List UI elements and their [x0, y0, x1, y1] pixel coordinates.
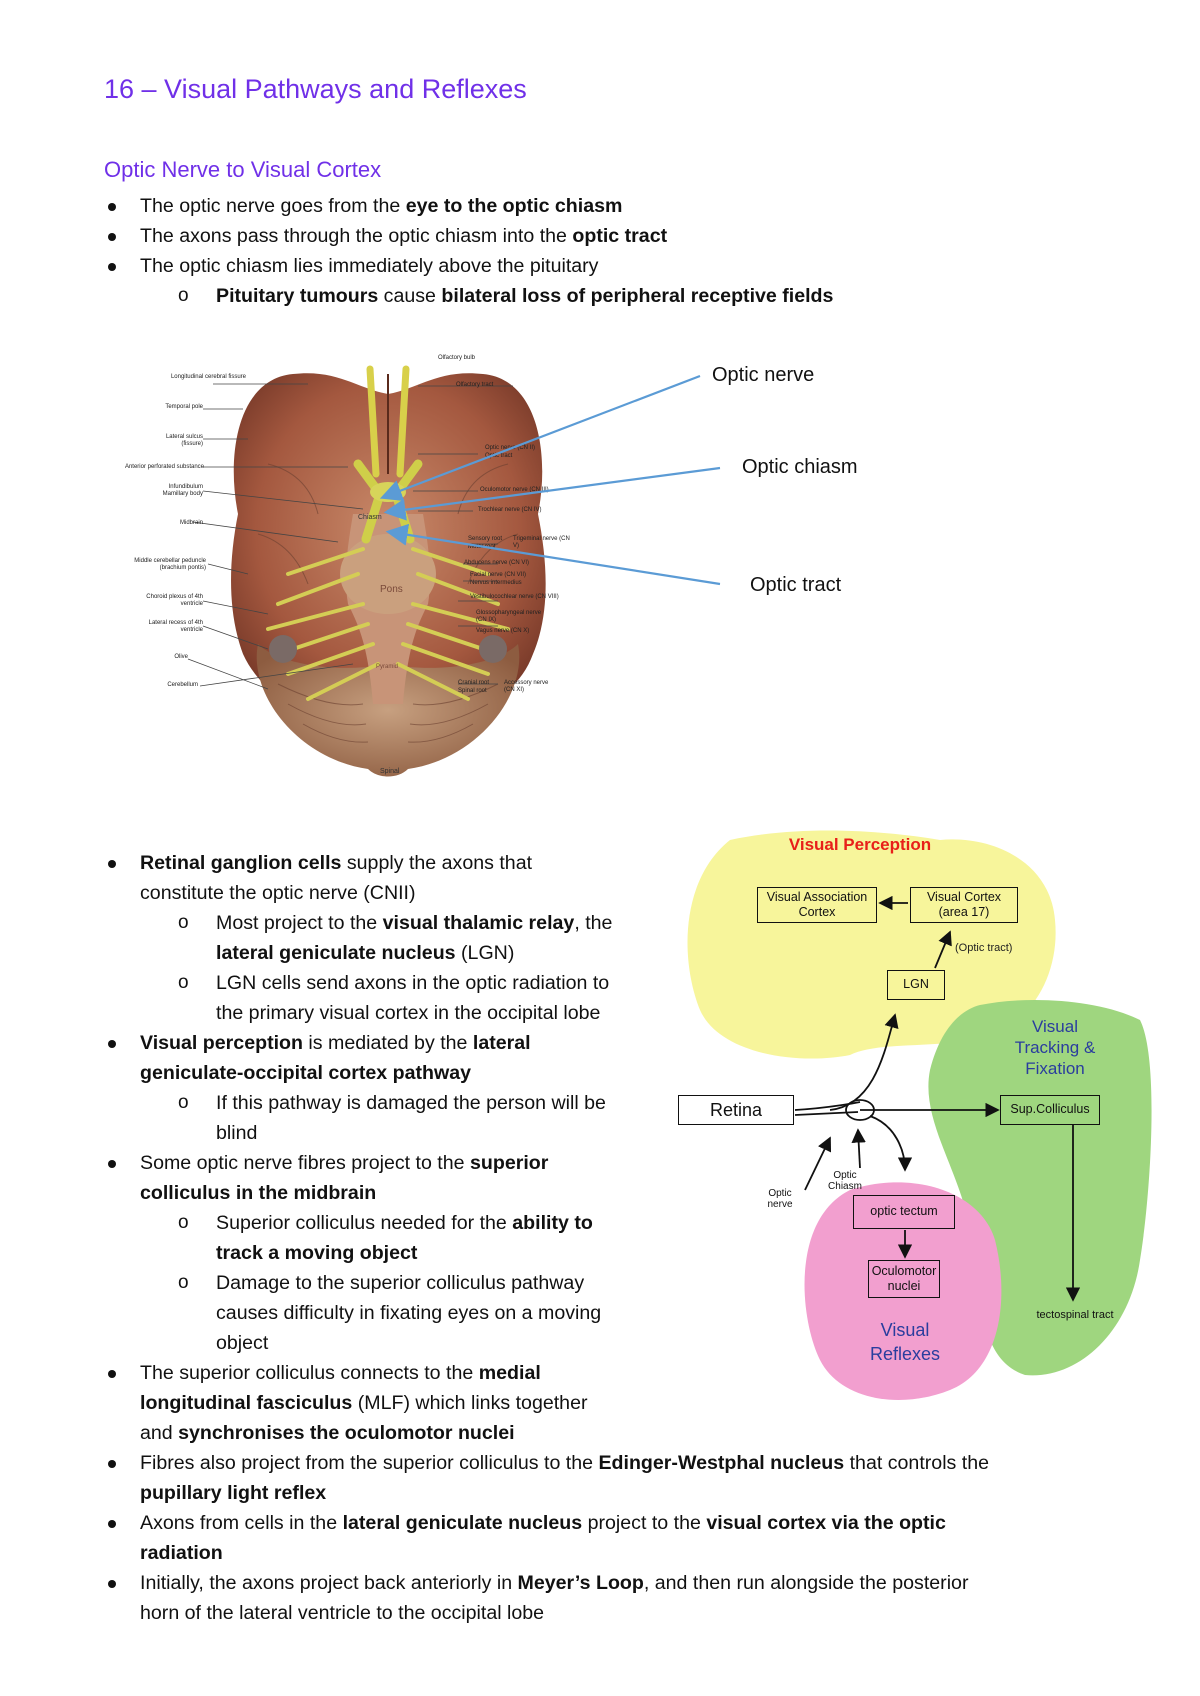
- sub-bullet-icon: o: [178, 912, 189, 933]
- bullet-icon: [108, 1370, 116, 1378]
- visual-tracking-title: Visual Tracking & Fixation: [1014, 1017, 1096, 1078]
- brain-label: Vestibulocochlear nerve (CN VIII): [470, 594, 559, 600]
- reflexes-region: [804, 1182, 1002, 1400]
- list-item: Axons from cells in the lateral genicula…: [104, 1508, 1104, 1568]
- page-title: 16 – Visual Pathways and Reflexes: [104, 74, 527, 104]
- bullet-icon: [108, 263, 116, 271]
- section-heading: Optic Nerve to Visual Cortex: [104, 157, 382, 182]
- list-item: The superior colliculus connects to the …: [104, 1358, 1104, 1448]
- brain-label: Anterior perforated substance: [124, 464, 204, 470]
- label-optic-nerve: Optic nerve: [712, 364, 815, 386]
- brain-label: Vagus nerve (CN X): [476, 628, 530, 634]
- brain-label: Sensory root: [468, 536, 503, 542]
- brain-label: Trochlear nerve (CN IV): [478, 507, 542, 513]
- visual-pathway-diagram: Visual Perception Visual Association Cor…: [678, 820, 1160, 1410]
- bullet-icon: [108, 1520, 116, 1528]
- sub-bullet-icon: o: [178, 1272, 189, 1293]
- brain-label: Olfactory tract: [456, 382, 494, 388]
- brain-label: Spinal: [380, 768, 400, 775]
- visual-association-cortex-box: Visual Association Cortex: [757, 887, 877, 923]
- lower-bullet-list: Retinal ganglion cells supply the axons …: [104, 848, 1104, 1628]
- brain-label: Olive: [174, 654, 188, 660]
- label-optic-chiasm: Optic chiasm: [742, 456, 858, 478]
- brain-label: Midbrain: [179, 520, 203, 526]
- lgn-box: LGN: [887, 970, 945, 1000]
- brain-label: Longitudinal cerebral fissure: [170, 374, 246, 380]
- list-item: Fibres also project from the superior co…: [104, 1448, 1104, 1508]
- brain-label: Mamillary body: [162, 491, 203, 497]
- retina-box: Retina: [678, 1095, 794, 1125]
- brain-label: Optic tract: [485, 453, 513, 459]
- brain-label: Olfactory bulb: [438, 355, 476, 361]
- optic-nerve-label: Optic nerve: [767, 1188, 793, 1210]
- visual-reflexes-title: Visual Reflexes: [869, 1320, 941, 1364]
- sub-bullet-icon: o: [178, 1212, 189, 1233]
- brain-label: Nervus intermedius: [470, 580, 522, 586]
- sup-colliculus-box: Sup.Colliculus: [1000, 1095, 1100, 1125]
- sub-bullet-icon: o: [178, 1092, 189, 1113]
- visual-perception-title: Visual Perception: [788, 835, 932, 854]
- bullet-icon: [108, 1040, 116, 1048]
- list-item: The axons pass through the optic chiasm …: [104, 221, 1104, 251]
- visual-cortex-box: Visual Cortex (area 17): [910, 887, 1018, 923]
- brain-label: Lateral sulcus (fissure): [165, 434, 203, 447]
- brain-label: Oculomotor nerve (CN III): [480, 487, 549, 493]
- bullet-icon: [108, 1580, 116, 1588]
- bullet-icon: [108, 1460, 116, 1468]
- optic-tectum-box: optic tectum: [853, 1195, 955, 1229]
- brain-label: Infundibulum: [168, 484, 203, 490]
- brain-label: Cerebellum: [167, 682, 198, 688]
- brain-label: Cranial root: [458, 680, 490, 686]
- list-item: Retinal ganglion cells supply the axons …: [104, 848, 1104, 908]
- brain-label: Lateral recess of 4th ventricle: [148, 620, 203, 633]
- brain-label: Chiasm: [358, 514, 382, 521]
- brain-label: Facial nerve (CN VII): [470, 572, 527, 578]
- brain-label: Temporal pole: [165, 404, 203, 410]
- arrow-lines: [379, 374, 721, 586]
- list-item: Visual perception is mediated by the lat…: [104, 1028, 1104, 1088]
- bullet-icon: [108, 860, 116, 868]
- brain-base-illustration: Longitudinal cerebral fissure Temporal p…: [118, 355, 648, 784]
- sub-bullet-icon: o: [178, 972, 189, 993]
- list-item: Initially, the axons project back anteri…: [104, 1568, 1104, 1628]
- brain-label: Pons: [380, 584, 403, 595]
- tectospinal-tract-label: tectospinal tract: [1036, 1309, 1114, 1321]
- brain-label: Abducens nerve (CN VI): [464, 560, 530, 566]
- bullet-icon: [108, 1160, 116, 1168]
- brain-label: Trigeminal nerve (CN V): [513, 536, 570, 549]
- label-optic-tract: Optic tract: [750, 574, 842, 596]
- sub-bullet-icon: o: [178, 285, 189, 306]
- brain-label: Pyramid: [376, 664, 399, 670]
- brain-label: Glossopharyngeal nerve (CN IX): [476, 610, 542, 623]
- figure-arrows: [379, 374, 721, 586]
- brain-label: Spinal root: [458, 688, 487, 694]
- list-item: The optic nerve goes from the eye to the…: [104, 191, 1104, 221]
- list-item: The optic chiasm lies immediately above …: [104, 251, 1104, 281]
- brain-label: Middle cerebellar peduncle (brachium pon…: [134, 558, 206, 571]
- oculomotor-nuclei-box: Oculomotor nuclei: [868, 1260, 940, 1298]
- bullet-icon: [108, 233, 116, 241]
- brain-label: Accessory nerve (CN XI): [504, 680, 549, 693]
- optic-chiasm-label: Optic Chiasm: [828, 1170, 862, 1192]
- list-item: Some optic nerve fibres project to the s…: [104, 1148, 1104, 1208]
- top-bullet-list: The optic nerve goes from the eye to the…: [104, 191, 1104, 311]
- bullet-icon: [108, 203, 116, 211]
- optic-tract-note: (Optic tract): [955, 942, 1013, 954]
- brain-label: Choroid plexus of 4th ventricle: [146, 594, 203, 607]
